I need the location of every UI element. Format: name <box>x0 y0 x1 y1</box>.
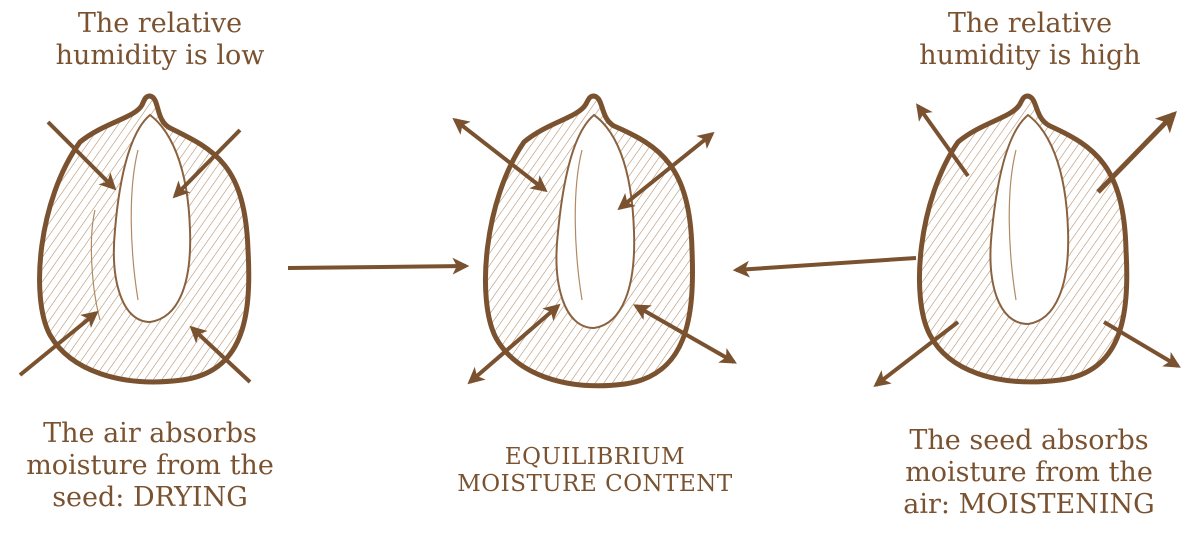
label-moistening: The seed absorbs moisture from the air: … <box>870 425 1188 521</box>
seed-left <box>20 96 250 382</box>
label-high-humidity-line-2: humidity is high <box>880 40 1180 72</box>
label-drying: The air absorbs moisture from the seed: … <box>0 418 300 514</box>
arrow-right-to-middle <box>736 258 916 270</box>
seed-middle <box>455 96 734 386</box>
arrow-left-to-middle <box>288 266 466 268</box>
label-low-humidity-line-2: humidity is low <box>40 40 280 72</box>
label-drying-line-2: moisture from the <box>0 450 300 482</box>
label-drying-line-3: seed: DRYING <box>0 482 300 514</box>
label-moistening-line-2: moisture from the <box>870 457 1188 489</box>
label-equilibrium-line-2: MOISTURE CONTENT <box>430 471 760 498</box>
label-high-humidity: The relative humidity is high <box>880 8 1180 72</box>
label-high-humidity-line-1: The relative <box>880 8 1180 40</box>
label-moistening-line-1: The seed absorbs <box>870 425 1188 457</box>
seed-right <box>876 96 1178 385</box>
label-low-humidity-line-1: The relative <box>40 8 280 40</box>
label-drying-line-1: The air absorbs <box>0 418 300 450</box>
label-moistening-line-3: air: MOISTENING <box>870 489 1188 521</box>
label-low-humidity: The relative humidity is low <box>40 8 280 72</box>
label-equilibrium: EQUILIBRIUM MOISTURE CONTENT <box>430 444 760 498</box>
label-equilibrium-line-1: EQUILIBRIUM <box>430 444 760 471</box>
arrow-out-top-right <box>1098 114 1174 192</box>
